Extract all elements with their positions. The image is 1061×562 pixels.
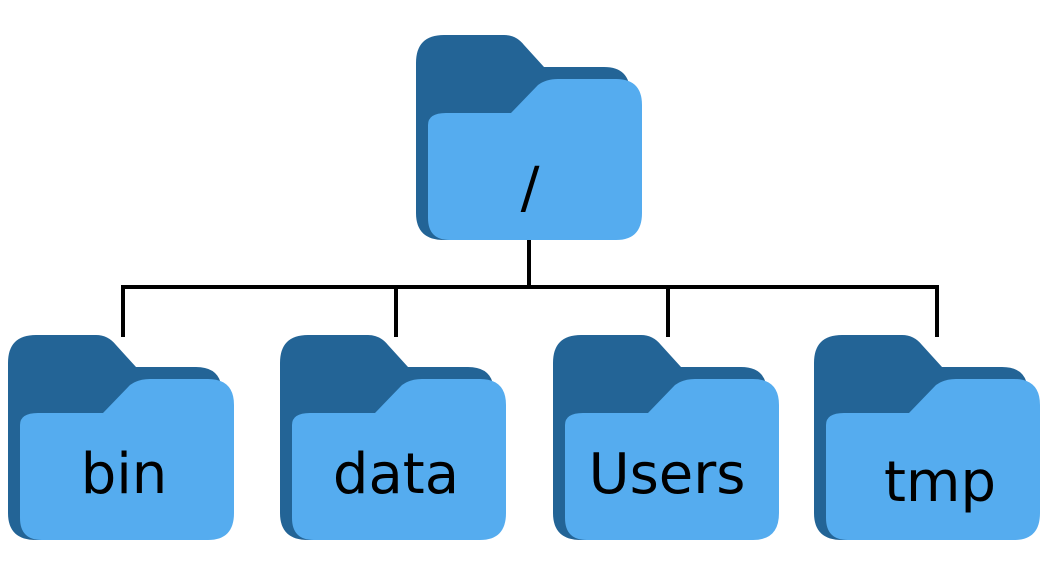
folder-icon bbox=[280, 335, 506, 540]
folder-label-bin: bin bbox=[81, 442, 168, 507]
folder-icon bbox=[8, 335, 234, 540]
root-folder-label: / bbox=[521, 156, 540, 221]
folder-label-data: data bbox=[333, 442, 459, 507]
root-folder[interactable]: / bbox=[416, 35, 642, 240]
folder-icon bbox=[553, 335, 779, 540]
child-folder-data[interactable]: data bbox=[280, 335, 506, 540]
folder-label-users: Users bbox=[589, 442, 746, 507]
folder-label-tmp: tmp bbox=[884, 450, 996, 515]
child-folder-bin[interactable]: bin bbox=[8, 335, 234, 540]
tree-connectors bbox=[121, 236, 939, 337]
child-folder-tmp[interactable]: tmp bbox=[814, 335, 1040, 540]
child-folder-users[interactable]: Users bbox=[553, 335, 779, 540]
